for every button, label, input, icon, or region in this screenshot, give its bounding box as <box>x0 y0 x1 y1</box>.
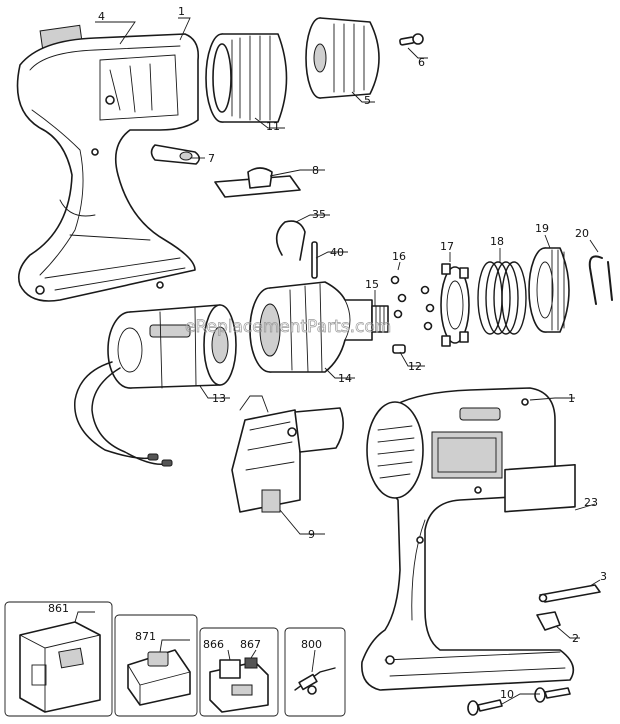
gear-shifter <box>214 167 301 198</box>
callout-6: 6 <box>418 56 425 69</box>
callout-8: 8 <box>312 164 319 177</box>
adjusting-ring <box>528 247 570 333</box>
callout-861: 861 <box>48 602 69 615</box>
callout-18: 18 <box>490 235 504 248</box>
spindle-screw <box>392 344 406 354</box>
housing-half <box>16 24 200 302</box>
callout-800: 800 <box>301 638 322 651</box>
pin <box>311 241 318 279</box>
callout-10: 10 <box>500 688 514 701</box>
switch <box>231 395 344 513</box>
ball-bearings <box>390 275 435 331</box>
callout-2: 2 <box>572 632 579 645</box>
callout-20: 20 <box>575 227 589 240</box>
callout-5: 5 <box>364 94 371 107</box>
charger <box>114 614 198 717</box>
callout-11: 11 <box>266 120 280 133</box>
chuck <box>305 17 380 99</box>
callout-19: 19 <box>535 222 549 235</box>
carrying-case <box>4 601 113 717</box>
callout-17: 17 <box>440 240 454 253</box>
wire-clip <box>588 255 613 305</box>
callout-1-housing-half: 1 <box>178 5 185 18</box>
callout-16: 16 <box>392 250 406 263</box>
clutch-ring <box>205 33 288 123</box>
callout-871: 871 <box>135 630 156 643</box>
bit-holder <box>536 611 561 631</box>
callout-1-housing-assembly: 1 <box>568 392 575 405</box>
callout-4: 4 <box>98 10 105 23</box>
callout-7: 7 <box>208 152 215 165</box>
nameplate-label <box>504 463 576 513</box>
housing-screws <box>467 687 571 716</box>
accessory-800 <box>284 627 346 717</box>
callout-labels: 4 1 6 5 11 7 8 35 40 16 17 18 19 20 15 1… <box>48 5 607 701</box>
spring-clip <box>275 220 306 261</box>
callout-3: 3 <box>600 570 607 583</box>
callout-867: 867 <box>240 638 261 651</box>
leader-lines <box>74 17 601 705</box>
forward-reverse-button <box>150 144 201 165</box>
callout-14: 14 <box>338 372 352 385</box>
callout-12: 12 <box>408 360 422 373</box>
callout-15: 15 <box>365 278 379 291</box>
housing-assembly <box>361 387 575 691</box>
motor-wires <box>74 361 173 467</box>
callout-35: 35 <box>312 208 326 221</box>
watermark-text: eReplacementParts.com <box>185 317 391 337</box>
screwdriver-bit <box>538 584 601 603</box>
chuck-screw <box>399 33 424 46</box>
battery-pack <box>199 627 279 717</box>
callout-9: 9 <box>308 528 315 541</box>
clutch-spring <box>477 261 527 335</box>
gear-case <box>249 281 389 373</box>
callout-13: 13 <box>212 392 226 405</box>
callout-866: 866 <box>203 638 224 651</box>
callout-40: 40 <box>330 246 344 259</box>
callout-23: 23 <box>584 496 598 509</box>
clutch-plate <box>440 263 470 347</box>
